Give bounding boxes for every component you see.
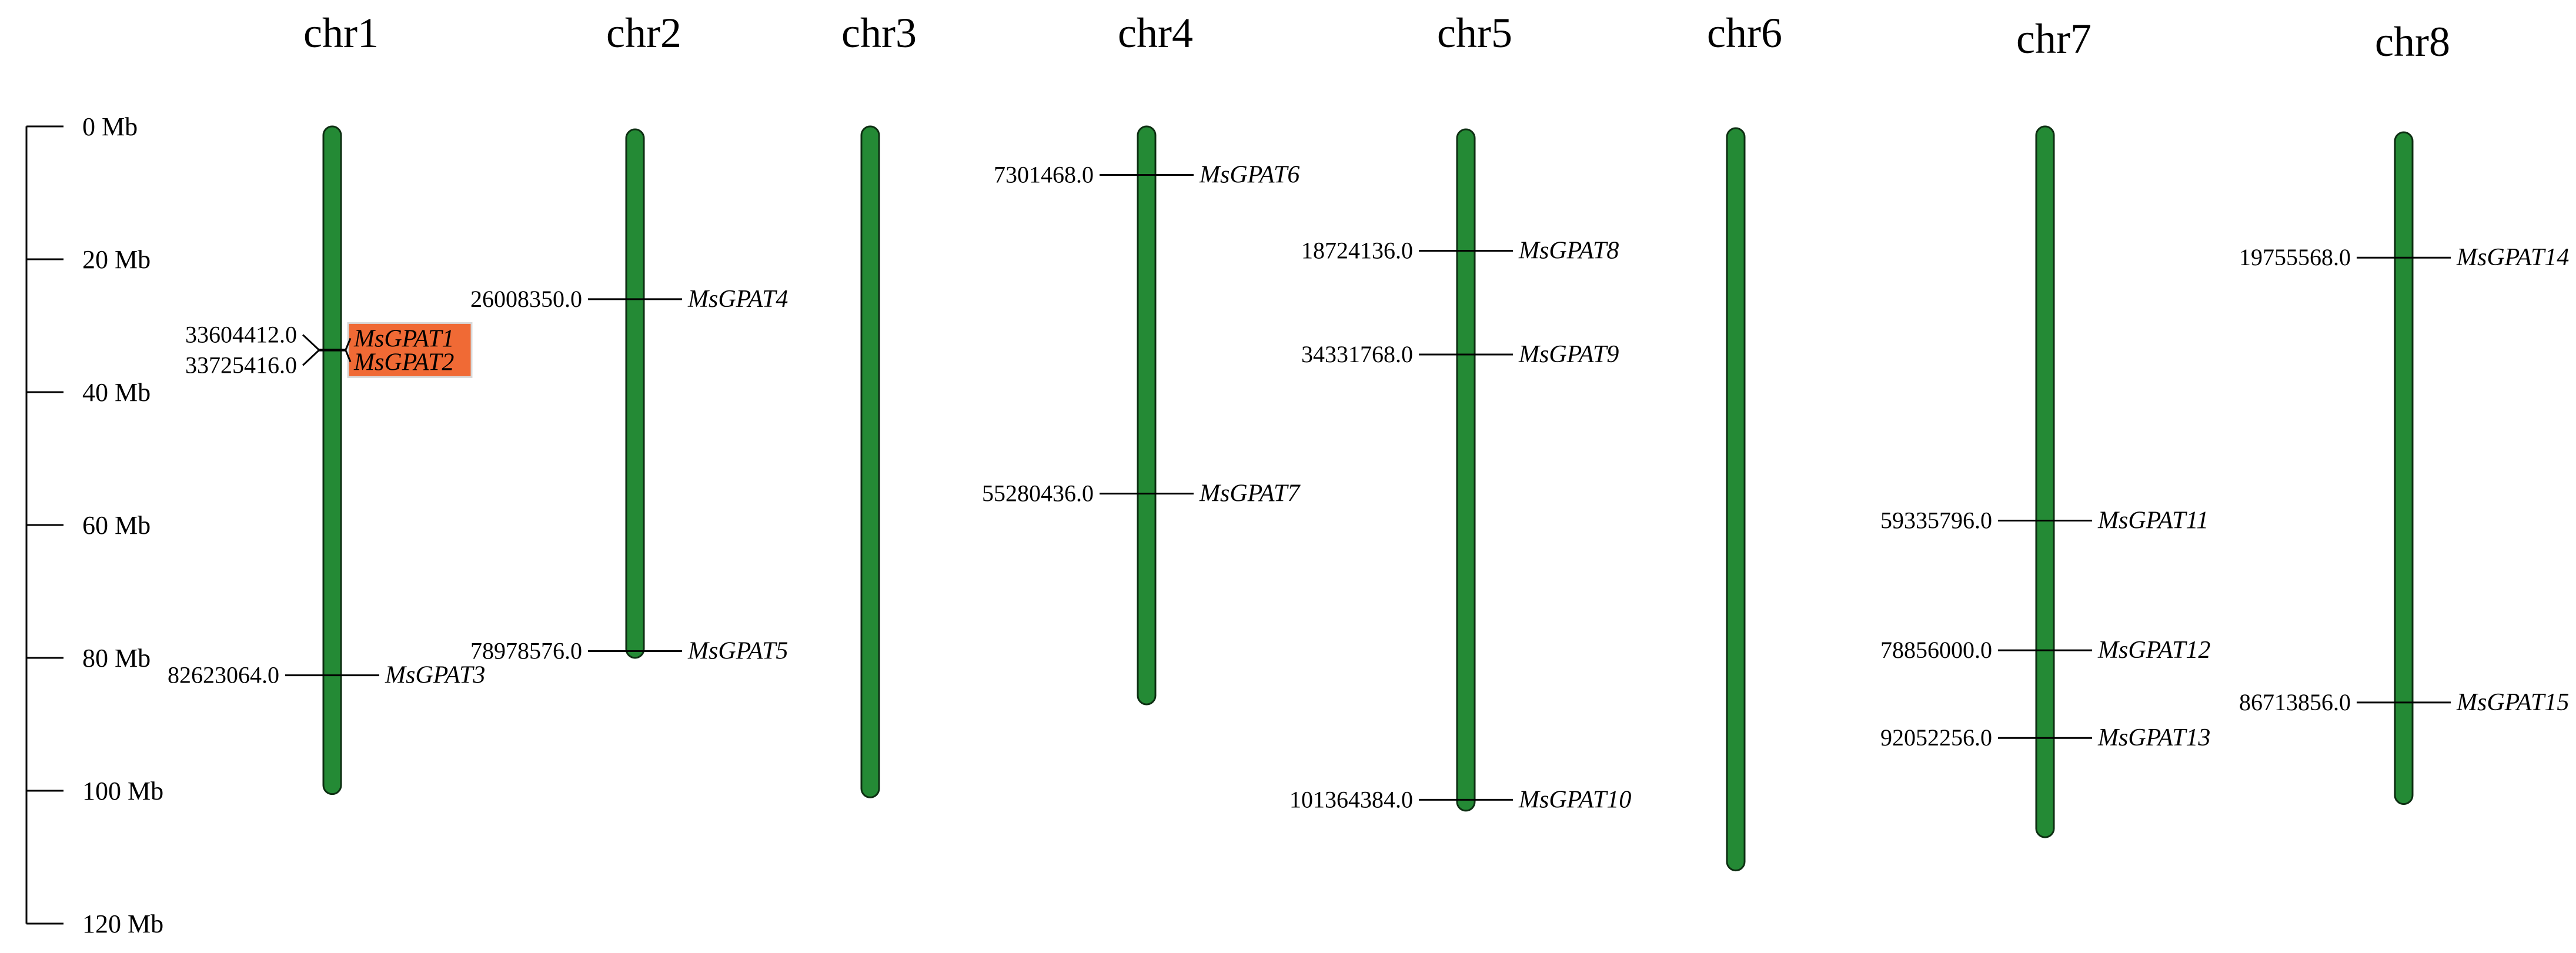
highlight-box <box>347 322 473 378</box>
chromosome-bar <box>322 125 342 795</box>
chromosome-title: chr3 <box>841 9 917 56</box>
chromosome-chr7: chr7 59335796.0 MsGPAT11 78856000.0 MsGPAT12… <box>1880 15 2210 838</box>
gene-name-label: MsGPAT4 <box>687 286 788 313</box>
chromosome-title: chr6 <box>1707 9 1782 56</box>
gene-position-label: 86713856.0 <box>2239 689 2351 715</box>
scale-tick-label: 0 Mb <box>82 112 138 141</box>
gene-position-label: 34331768.0 <box>1301 341 1413 367</box>
gene-name-label: MsGPAT7 <box>1199 480 1301 507</box>
gene-name-label: MsGPAT10 <box>1518 786 1631 813</box>
gene-position-label: 7301468.0 <box>994 162 1094 188</box>
chromosome-chr4: chr4 7301468.0 MsGPAT6 55280436.0 MsGPAT7 <box>982 9 1301 705</box>
gene-name-label: MsGPAT9 <box>1518 341 1619 368</box>
gene-connector <box>341 349 352 362</box>
gene-position-label: 33725416.0 <box>185 352 297 378</box>
gene-connector <box>302 349 323 366</box>
chromosome-title: chr4 <box>1118 9 1193 56</box>
gene-name-label: MsGPAT13 <box>2097 724 2210 751</box>
gene-connector <box>302 334 323 351</box>
gene-name-label: MsGPAT12 <box>2097 637 2210 664</box>
scale-tick-label: 60 Mb <box>82 511 151 540</box>
gene-position-label: 92052256.0 <box>1880 724 1992 751</box>
gene-name-label: MsGPAT6 <box>1199 162 1299 189</box>
gene-name-label: MsGPAT14 <box>2456 244 2569 271</box>
scale-tick-label: 20 Mb <box>82 245 151 274</box>
gene-position-label: 59335796.0 <box>1880 507 1992 533</box>
chromosome-chr8: chr8 19755568.0 MsGPAT14 86713856.0 MsGPAT15 <box>2239 18 2569 805</box>
chromosome-bar <box>1726 127 1746 872</box>
chromosome-bar <box>2035 125 2055 838</box>
gene-position-label: 18724136.0 <box>1301 238 1413 264</box>
chromosome-title: chr5 <box>1437 9 1512 56</box>
gene-position-label: 26008350.0 <box>470 286 582 312</box>
gene-name-label: MsGPAT8 <box>1518 238 1619 265</box>
chromosome-title: chr7 <box>2016 15 2091 62</box>
gene-name-label: MsGPAT15 <box>2456 689 2569 716</box>
chromosome-bar <box>625 128 645 659</box>
gene-position-label: 78856000.0 <box>1880 637 1992 663</box>
gene-name-label: MsGPAT1 <box>353 325 454 352</box>
chromosome-chr3: chr3 <box>841 9 917 798</box>
gene-name-label: MsGPAT2 <box>353 349 454 376</box>
scale-tick-label: 100 Mb <box>82 777 163 805</box>
chromosomes: chr1 33604412.0 MsGPAT1 33725416.0 MsGPAT2 82… <box>168 9 2569 872</box>
gene-name-label: MsGPAT5 <box>687 637 788 664</box>
gene-position-label: 78978576.0 <box>470 637 582 664</box>
chromosome-chr1: chr1 33604412.0 MsGPAT1 33725416.0 MsGPAT2 82… <box>168 9 485 795</box>
chromosome-chr2: chr2 26008350.0 MsGPAT4 78978576.0 MsGPAT5 <box>470 9 788 664</box>
scale-bar: 0 Mb 20 Mb 40 Mb 60 Mb 80 Mb 100 Mb 120 Mb <box>25 112 163 938</box>
chromosome-title: chr1 <box>303 9 379 56</box>
gene-position-label: 55280436.0 <box>982 480 1094 507</box>
chromosome-bar <box>2394 131 2414 805</box>
chromosome-bar <box>860 125 880 798</box>
chromosome-chr6: chr6 <box>1707 9 1782 872</box>
scale-tick-label: 120 Mb <box>82 909 163 938</box>
gene-name-label: MsGPAT3 <box>385 662 485 689</box>
chromosome-title: chr2 <box>606 9 681 56</box>
chromosome-title: chr8 <box>2375 18 2450 65</box>
gene-position-label: 19755568.0 <box>2239 244 2351 270</box>
chromosome-bar <box>1137 125 1157 705</box>
scale-tick-label: 80 Mb <box>82 644 151 673</box>
gene-position-label: 101364384.0 <box>1289 786 1413 812</box>
gene-name-label: MsGPAT11 <box>2097 507 2209 534</box>
gene-position-label: 82623064.0 <box>168 662 279 688</box>
gene-position-label: 33604412.0 <box>185 321 297 347</box>
chromosome-chr5: chr5 18724136.0 MsGPAT8 34331768.0 MsGPAT9 10… <box>1289 9 1631 813</box>
chromosome-bar <box>1456 128 1476 812</box>
scale-tick-label: 40 Mb <box>82 378 151 407</box>
